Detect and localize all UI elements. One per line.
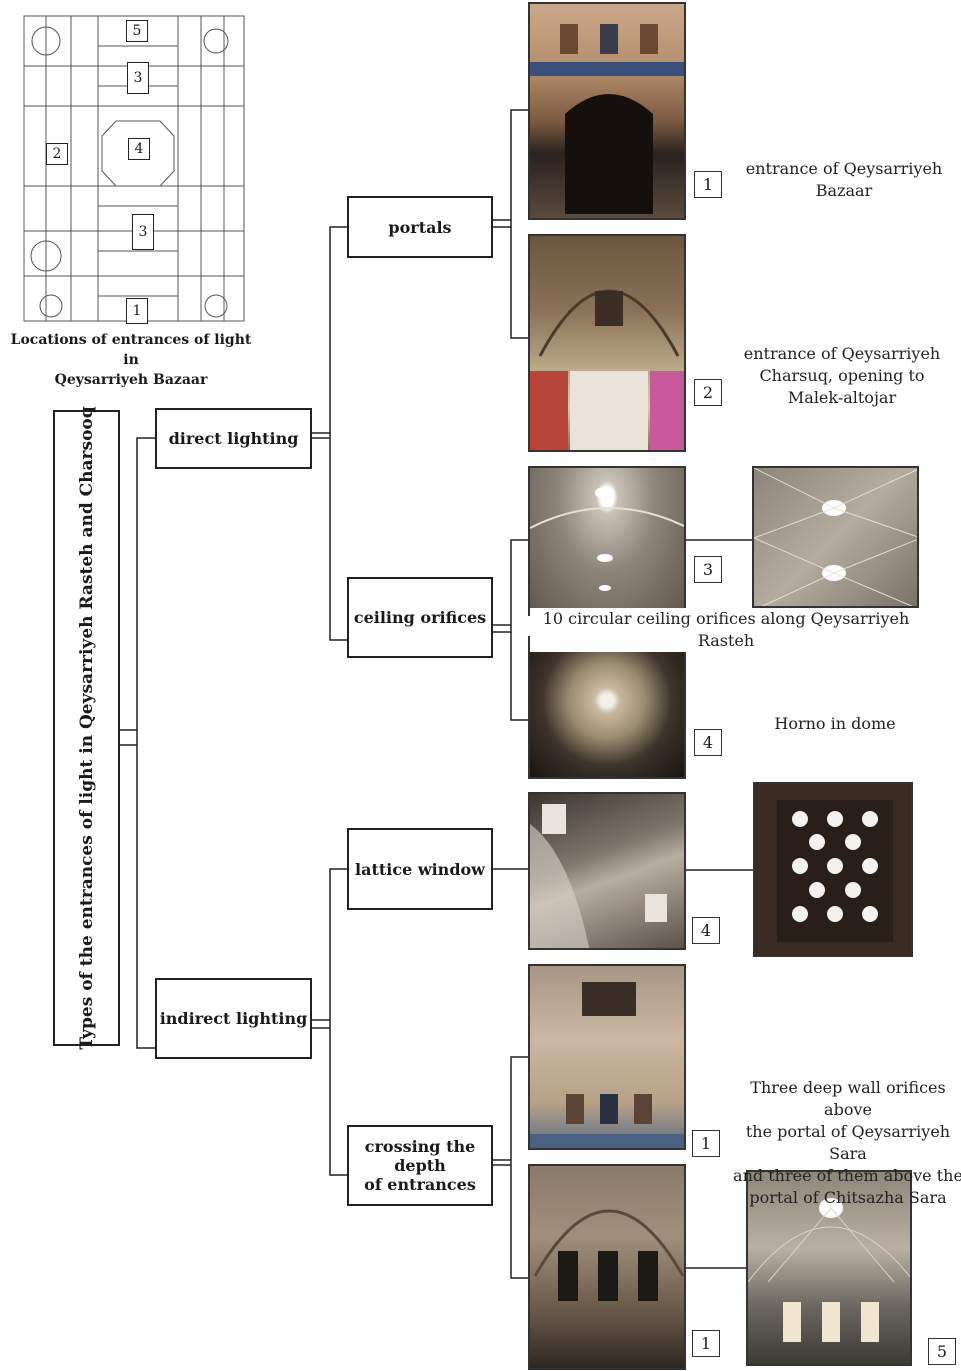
photo-wall-orifices [528,964,686,1150]
ceiling-orifices-box: ceiling orifices [347,577,493,658]
photo-ceiling-detail [752,466,919,608]
map-caption: Locations of entrances of light in Qeysa… [10,332,252,388]
map-marker-3-upper: 3 [127,62,149,94]
sara-portal-sketch [533,1209,684,1301]
charsuq-sketch [530,289,684,450]
photo-ceiling-orifices [528,466,686,616]
caption-bazaar-entrance: entrance of Qeysarriyeh Bazaar [745,159,943,200]
map-marker-3-lower: 3 [132,214,154,250]
number-badge-1b: 1 [692,1130,720,1157]
photo-lattice-interior [528,792,686,950]
map-marker-1: 1 [126,298,148,324]
caption-horno: Horno in dome [774,714,896,733]
number-badge-4a: 4 [694,729,722,756]
root-category-box: Types of the entrances of light in Qeysa… [53,406,120,1050]
number-badge-1c: 1 [692,1330,720,1357]
photo-sara-portal [528,1164,686,1370]
number-badge-1a: 1 [694,171,722,198]
plan-drawing [23,15,245,322]
map-marker-2: 2 [46,143,68,165]
wall-orifices-sketch [530,982,684,1148]
ceiling-detail-sketch [754,468,917,606]
caption-ceiling-orifices: 10 circular ceiling orifices along Qeysa… [530,608,922,652]
photo-sara-dome [746,1170,912,1366]
sara-dome-sketch [748,1198,910,1342]
number-badge-5: 5 [928,1338,956,1365]
map-marker-5: 5 [126,20,148,42]
site-plan-map: 5 3 4 2 3 1 [6,6,264,336]
lattice-interior-sketch [530,804,667,948]
lattice-window-sketch [777,800,893,942]
indirect-lighting-box: indirect lighting [155,978,312,1059]
portal-sketch [530,24,684,214]
map-marker-4: 4 [128,138,150,160]
photo-bazaar-entrance [528,2,686,220]
number-badge-4b: 4 [692,917,720,944]
photo-charsuq-entrance [528,234,686,452]
caption-charsuq-entrance: entrance of Qeysarriyeh Charsuq, opening… [743,344,941,407]
number-badge-3: 3 [694,556,722,583]
direct-lighting-box: direct lighting [155,408,312,469]
ceiling-sketch [530,487,684,591]
crossing-depth-box: crossing the depth of entrances [347,1125,493,1206]
lattice-window-box: lattice window [347,828,493,910]
photo-lattice-window [753,782,913,957]
root-label: Types of the entrances of light in Qeysa… [76,406,97,1050]
number-badge-2: 2 [694,379,722,406]
caption-wall-orifices: Three deep wall orifices above the porta… [733,1078,961,1207]
photo-horno-dome [528,636,686,779]
portals-box: portals [347,196,493,258]
